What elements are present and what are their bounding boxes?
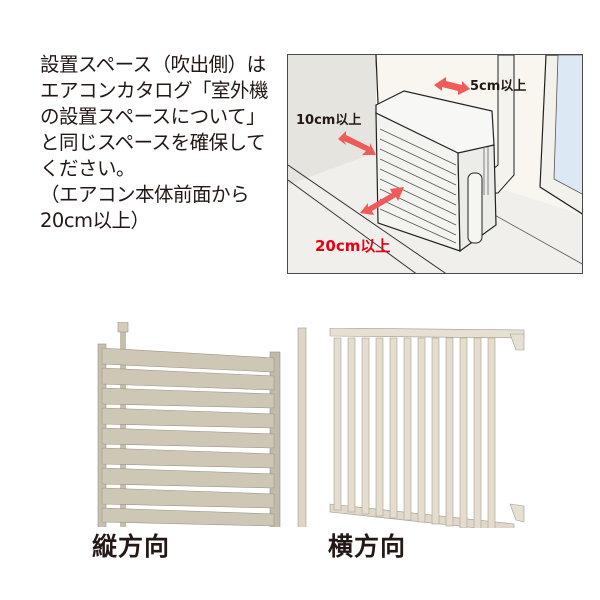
product-image-vertical-type (92, 321, 322, 552)
outdoor-unit-drawing (288, 55, 582, 273)
description-line: 設置スペース（吹出側）は (40, 53, 266, 76)
description-line: 20cm以上） (40, 209, 150, 232)
product-image-horizontal-type (328, 327, 533, 533)
caption-horizontal-type: 横方向 (328, 532, 407, 561)
description-line: （エアコン本体前面から (40, 183, 250, 206)
installation-space-description: 設置スペース（吹出側）は エアコンカタログ「室外機 の設置スペースについて」 と… (40, 52, 285, 234)
clearance-label-side: 10cm以上 (296, 113, 362, 128)
description-line: の設置スペースについて」 (40, 105, 266, 128)
description-line: エアコンカタログ「室外機 (40, 79, 269, 102)
description-line: ください。 (40, 157, 136, 180)
clearance-label-top: 5cm以上 (470, 79, 527, 94)
caption-vertical-type: 縦方向 (92, 532, 171, 561)
outdoor-unit-clearance-illustration: 5cm以上 10cm以上 20cm以上 (287, 54, 583, 274)
horizontal-louver-panel-icon (97, 321, 307, 552)
clearance-label-front: 20cm以上 (315, 237, 391, 255)
vertical-slat-panel-icon (329, 327, 525, 533)
description-line: と同じスペースを確保して (40, 131, 266, 154)
